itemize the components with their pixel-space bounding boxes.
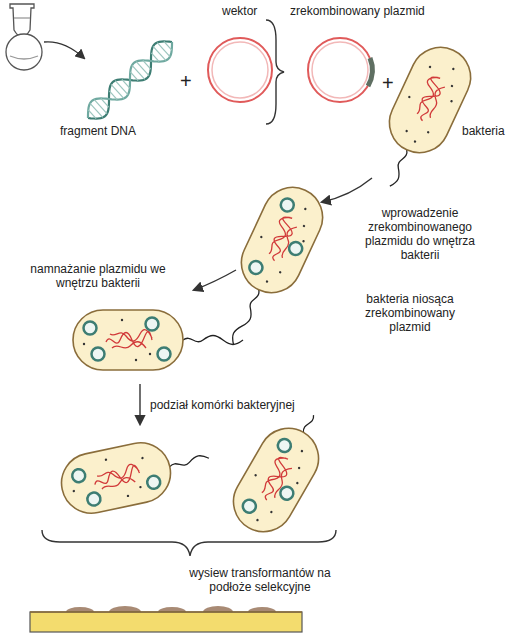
- bacterium: [223, 400, 340, 543]
- step-label: wprowadzenie zrekombinowanego plazmidu d…: [350, 206, 490, 262]
- bacterium: [206, 177, 332, 356]
- step-label: podział komórki bakteryjnej: [150, 398, 295, 412]
- plus-sign: +: [382, 72, 394, 94]
- bacterium: [73, 310, 243, 370]
- bacterium: [363, 37, 481, 198]
- arrow: [322, 178, 372, 202]
- label-vector: wektor: [222, 4, 257, 18]
- plus-sign: +: [180, 70, 192, 92]
- label-dna: fragment DNA: [60, 124, 136, 138]
- arrow: [139, 384, 140, 424]
- brace: [42, 530, 336, 556]
- label-plasmid: zrekombinowany plazmid: [290, 4, 425, 18]
- step-label: namnażanie plazmidu we wnętrzu bakterii: [28, 262, 168, 290]
- brace: [266, 20, 284, 124]
- label-bacterium: bakteria niosąca zrekombinowany plazmid: [345, 292, 475, 334]
- arrow: [194, 270, 236, 290]
- petri-dish: [30, 606, 302, 632]
- step-label: wysiew transformantów na podłoże selekcy…: [180, 566, 340, 594]
- dna-helix: [88, 41, 172, 118]
- recombinant-plasmid: [308, 38, 372, 102]
- bacterium: [56, 429, 215, 519]
- tube: [6, 4, 84, 70]
- label-bacterium: bakteria: [462, 124, 505, 138]
- vector-plasmid: [208, 38, 272, 102]
